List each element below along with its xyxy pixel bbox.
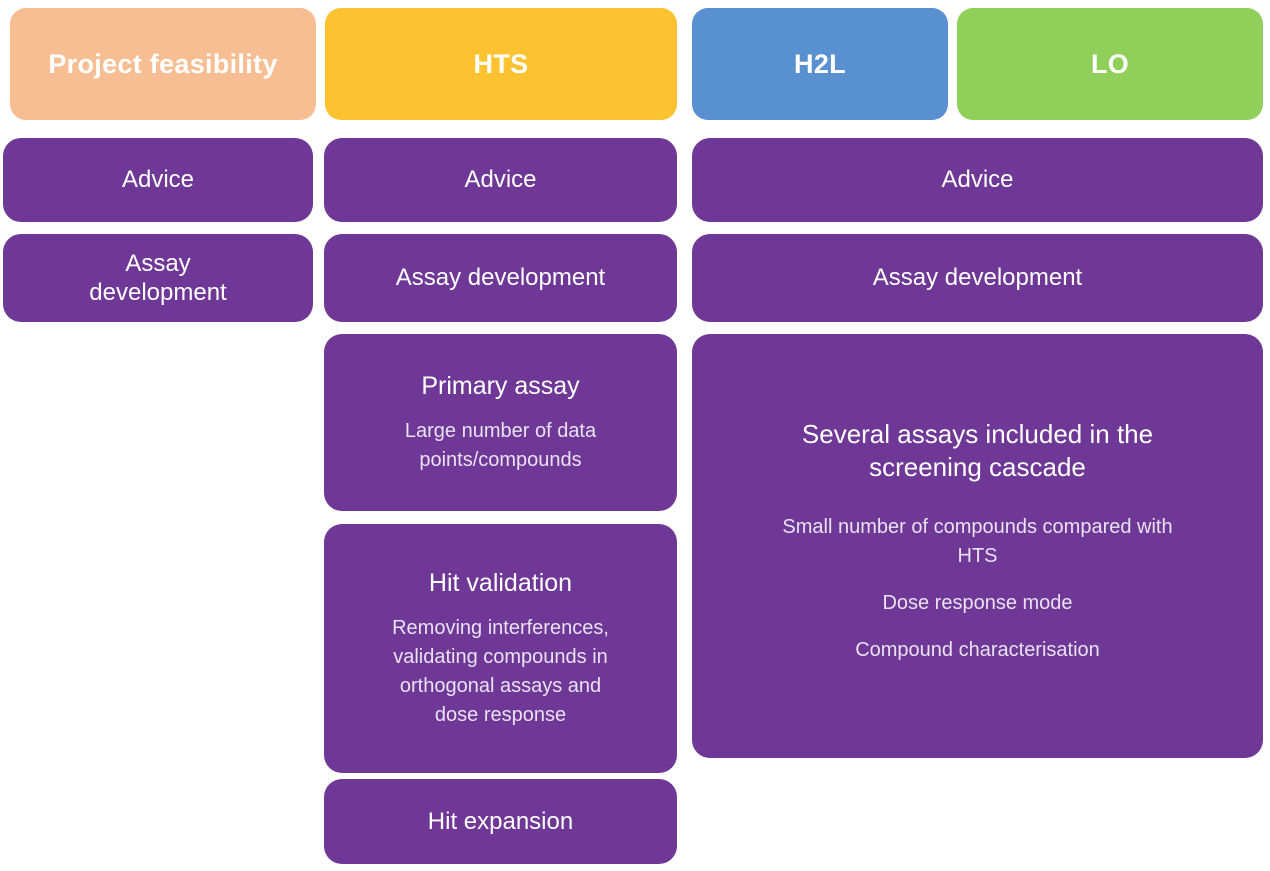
box-h2l-lo-advice: Advice xyxy=(692,138,1263,222)
box-hts-advice: Advice xyxy=(324,138,677,222)
primary-assay-body: Large number of data points/compounds xyxy=(404,420,597,471)
box-pf-assay-development: Assay development xyxy=(3,234,313,322)
box-h2l-lo-assay-development-label: Assay development xyxy=(872,264,1083,292)
box-pf-assay-development-label: Assay development xyxy=(89,249,227,306)
box-hts-advice-label: Advice xyxy=(464,166,537,194)
box-hts-assay-development: Assay development xyxy=(324,234,677,322)
box-hts-hit-validation: Hit validation Removing interferences, v… xyxy=(324,524,677,773)
header-lo: LO xyxy=(957,8,1263,120)
header-project-feasibility: Project feasibility xyxy=(10,8,316,120)
header-hts-label: HTS xyxy=(473,48,529,79)
header-h2l: H2L xyxy=(692,8,948,120)
header-project-feasibility-label: Project feasibility xyxy=(48,48,278,79)
box-hts-primary-assay: Primary assay Large number of data point… xyxy=(324,334,677,511)
screening-cascade-body-line-3: Compound characterisation xyxy=(855,639,1100,662)
primary-assay-title: Primary assay xyxy=(421,372,580,400)
box-pf-advice-label: Advice xyxy=(121,166,195,194)
screening-cascade-body-line-2: Dose response mode xyxy=(882,592,1073,615)
box-h2l-lo-assay-development: Assay development xyxy=(692,234,1263,322)
screening-cascade-body-line-1: Small number of compounds compared with … xyxy=(782,516,1173,568)
header-lo-label: LO xyxy=(1090,48,1130,79)
header-h2l-label: H2L xyxy=(794,48,846,79)
screening-cascade-title: Several assays included in the screening… xyxy=(801,418,1154,482)
hit-validation-title: Hit validation xyxy=(428,569,573,597)
box-hts-assay-development-label: Assay development xyxy=(395,264,606,292)
hit-validation-body: Removing interferences, validating compo… xyxy=(392,617,609,726)
box-hts-hit-expansion-label: Hit expansion xyxy=(427,807,574,835)
box-h2l-lo-screening-cascade: Several assays included in the screening… xyxy=(692,334,1263,758)
box-h2l-lo-advice-label: Advice xyxy=(941,166,1014,194)
box-pf-advice: Advice xyxy=(3,138,313,222)
box-hts-hit-expansion: Hit expansion xyxy=(324,779,677,864)
header-hts: HTS xyxy=(325,8,677,120)
